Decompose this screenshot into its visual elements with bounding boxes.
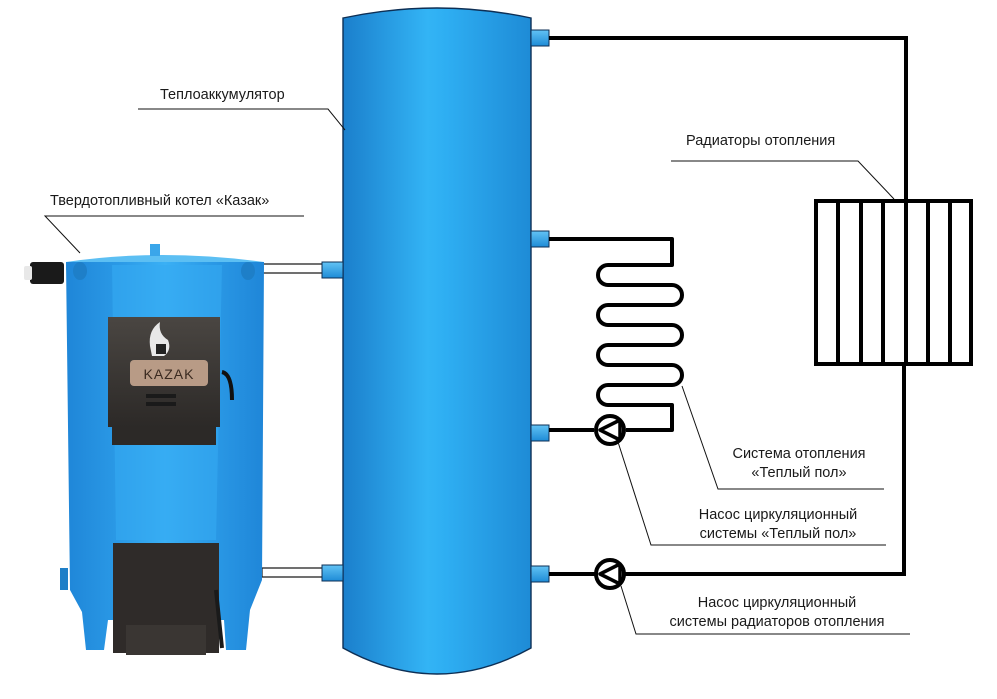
leader-radiator-pump <box>620 585 910 635</box>
leader-lines <box>43 108 910 635</box>
brand-plate <box>130 360 208 386</box>
tank-nozzle-right-1 <box>530 29 550 47</box>
leader-tank <box>138 108 346 131</box>
label-radiators: Радиаторы отопления <box>686 133 836 149</box>
radiator-pump-symbol <box>594 558 626 590</box>
radiator-circuit <box>549 36 908 576</box>
label-floor-pump-line2: системы «Теплый пол» <box>699 526 857 542</box>
leader-floor-pump <box>617 441 886 546</box>
radiator-supply-pipe <box>549 36 908 200</box>
solid-fuel-boiler: KAZAK <box>24 244 264 655</box>
tank-nozzle-left-top <box>321 261 344 279</box>
label-floor-heating: Система отопления «Теплый пол» <box>725 445 873 483</box>
supply-pipe-top <box>261 263 325 274</box>
brand-plate-text: KAZAK <box>144 366 195 382</box>
label-floor-heating-line2: «Теплый пол» <box>751 465 847 481</box>
label-radiator-pump-line1: Насос циркуляционный <box>697 595 857 611</box>
boiler-tank-pipes <box>261 263 325 578</box>
boiler-sensor <box>30 262 64 284</box>
tank-nozzle-left-bottom <box>321 564 344 582</box>
label-boiler: Твердотопливный котел «Казак» <box>50 193 270 209</box>
label-floor-pump: Насос циркуляционный системы «Теплый пол… <box>680 506 876 544</box>
return-pipe-bottom <box>261 567 325 578</box>
label-heat-accumulator: Теплоаккумулятор <box>160 87 285 103</box>
floor-supply-pipe <box>549 237 674 267</box>
radiator-return-pipe <box>625 364 906 576</box>
leader-radiators <box>671 160 895 200</box>
tank-nozzle-right-2 <box>530 230 550 248</box>
heat-accumulator-tank <box>321 7 550 675</box>
label-floor-heating-line1: Система отопления <box>732 446 866 462</box>
label-radiator-pump: Насос циркуляционный системы радиаторов … <box>646 594 908 632</box>
floor-heating-circuit <box>549 237 684 432</box>
tank-nozzle-right-3 <box>530 424 550 442</box>
leader-floor-heating <box>681 385 884 490</box>
radiator-block <box>814 199 973 366</box>
label-floor-pump-line1: Насос циркуляционный <box>698 507 858 523</box>
floor-heating-coil <box>596 263 684 432</box>
label-radiator-pump-line2: системы радиаторов отопления <box>669 614 885 630</box>
tank-nozzle-right-4 <box>530 565 550 583</box>
leader-boiler <box>43 215 304 254</box>
floor-pump-symbol <box>594 414 626 446</box>
